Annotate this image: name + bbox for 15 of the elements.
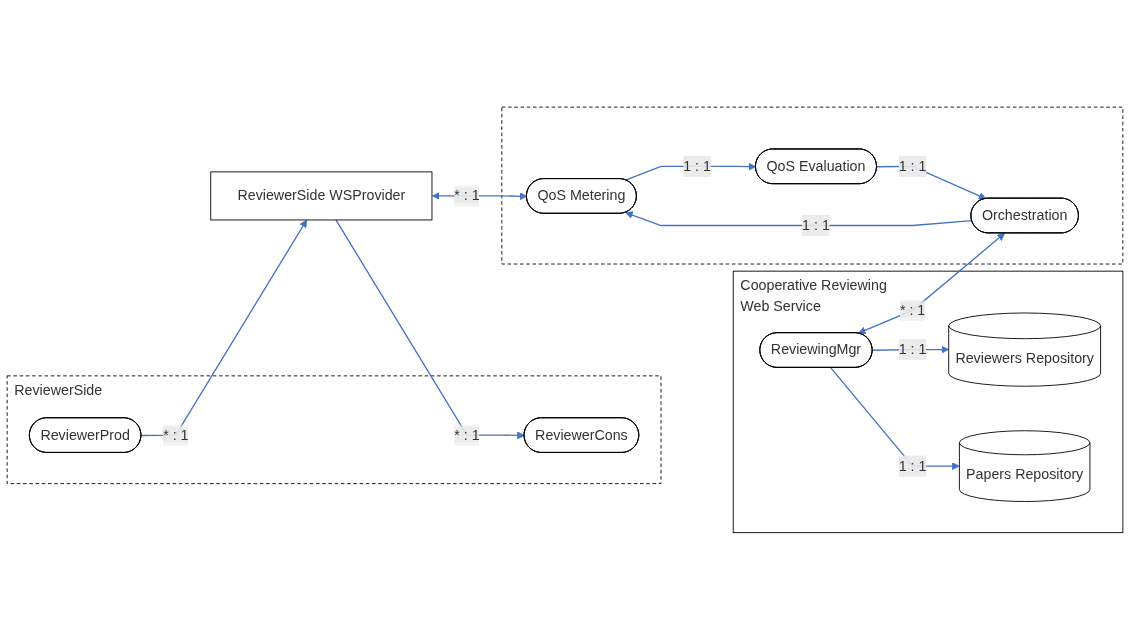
edge-label: * : 1 [899, 301, 926, 318]
arrow [858, 232, 1005, 334]
arrow [335, 218, 525, 439]
edge-label: * : 1 [454, 187, 480, 203]
edge-label: 1 : 1 [802, 217, 830, 233]
edge-label: 1 : 1 [898, 341, 927, 357]
node-box: ReviewerSide WSProvider [210, 171, 433, 220]
edge-label: 1 : 1 [898, 157, 927, 174]
edge-label: 1 : 1 [683, 157, 711, 174]
edge-label: * : 1 [163, 426, 189, 442]
edge-label: * : 1 [454, 426, 480, 442]
arrow [140, 219, 308, 436]
arrow [625, 210, 973, 226]
cluster [501, 106, 1124, 265]
edge-label: 1 : 1 [898, 457, 927, 473]
